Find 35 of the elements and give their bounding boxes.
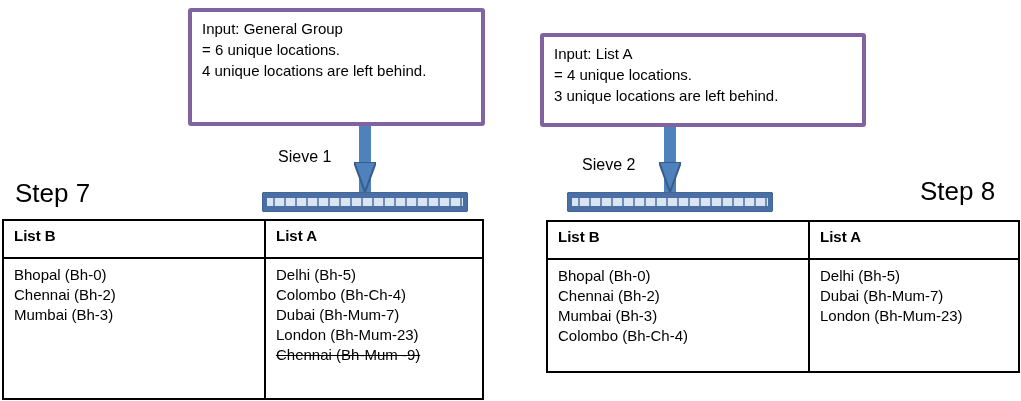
column-header: List B xyxy=(14,227,56,244)
list-entry: Chennai (Bh-2) xyxy=(558,286,661,306)
block-arrow xyxy=(353,126,377,193)
list-entry: London (Bh-Mum-23) xyxy=(820,306,964,326)
column-header: List A xyxy=(820,228,862,245)
list-entry: Colombo (Bh-Ch-4) xyxy=(558,326,690,346)
struck-list-entry: Chennai (Bh-Mum -9) xyxy=(276,345,422,365)
list-entry: Mumbai (Bh-3) xyxy=(558,306,659,326)
input-text: 3 unique locations are left behind. xyxy=(554,86,780,106)
input-text: Input: General Group xyxy=(202,19,344,39)
sieve-bar xyxy=(262,192,468,212)
block-arrow xyxy=(658,127,682,193)
input-text: 4 unique locations are left behind. xyxy=(202,61,428,81)
step-heading: Step 7 xyxy=(15,178,91,209)
input-text: = 4 unique locations. xyxy=(554,65,694,85)
list-entry: Bhopal (Bh-0) xyxy=(558,266,652,286)
input-text: = 6 unique locations. xyxy=(202,40,342,60)
list-entry: Delhi (Bh-5) xyxy=(276,265,358,285)
step-heading: Step 8 xyxy=(920,176,996,207)
input-box xyxy=(540,33,866,127)
list-entry: Chennai (Bh-2) xyxy=(14,285,117,305)
input-text: Input: List A xyxy=(554,44,634,64)
column-header: List A xyxy=(276,227,318,244)
list-entry: Delhi (Bh-5) xyxy=(820,266,902,286)
sieve-label: Sieve 2 xyxy=(582,156,636,174)
column-header: List B xyxy=(558,228,600,245)
list-entry: London (Bh-Mum-23) xyxy=(276,325,420,345)
input-box xyxy=(188,8,485,126)
list-entry: Colombo (Bh-Ch-4) xyxy=(276,285,408,305)
sieve-label: Sieve 1 xyxy=(278,148,332,166)
list-entry: Dubai (Bh-Mum-7) xyxy=(276,305,401,325)
list-entry: Bhopal (Bh-0) xyxy=(14,265,108,285)
sieve-bar xyxy=(567,192,773,212)
list-entry: Mumbai (Bh-3) xyxy=(14,305,115,325)
list-entry: Dubai (Bh-Mum-7) xyxy=(820,286,945,306)
